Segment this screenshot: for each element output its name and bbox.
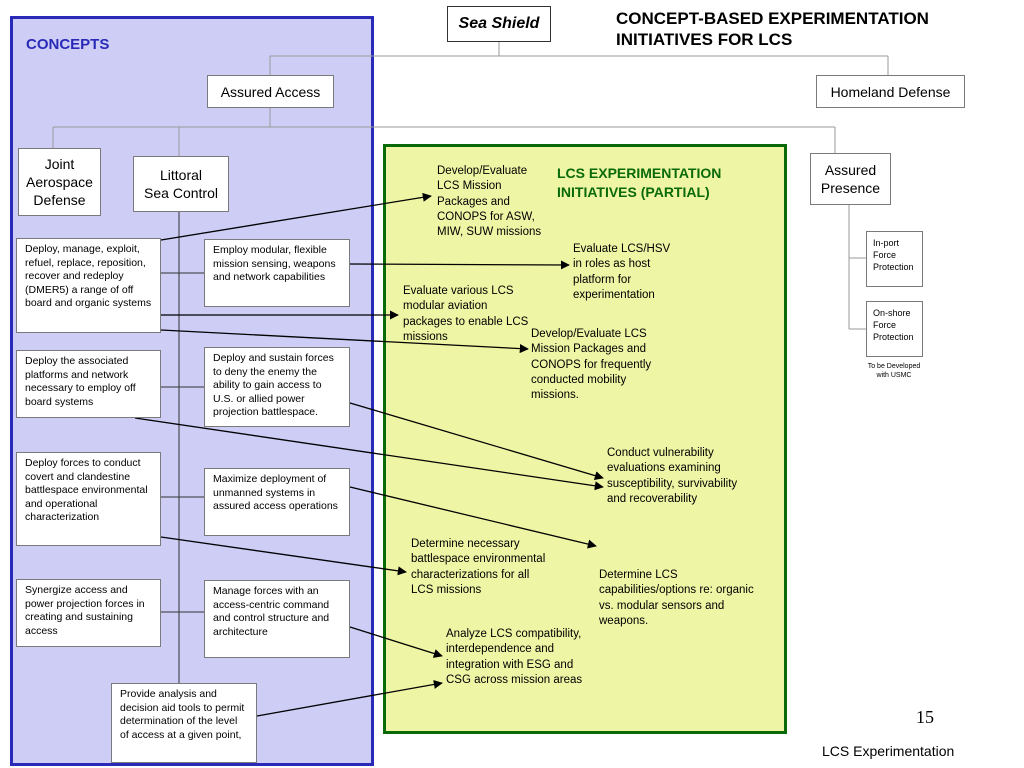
initiative-item: Conduct vulnerability evaluations examin… <box>607 447 738 505</box>
joint-aerospace-defense-box: Joint Aerospace Defense <box>18 148 101 216</box>
arrows <box>134 192 604 717</box>
concept-sub-item: Manage forces with an access-centric com… <box>204 580 350 658</box>
assured-presence-box: Assured Presence <box>810 153 891 205</box>
page-number: 15 <box>916 707 934 727</box>
page-title: CONCEPT-BASED EXPERIMENTATION INITIATIVE… <box>616 9 929 49</box>
lcs-initiatives-panel <box>383 144 787 734</box>
footer-label: LCS Experimentation <box>822 743 955 759</box>
tree-lines <box>52 42 889 330</box>
concept-tree-lines <box>161 212 204 683</box>
initiative-item: Determine LCS capabilities/options re: o… <box>599 569 754 627</box>
concept-item: Deploy, manage, exploit, refuel, replace… <box>16 238 161 333</box>
concept-item: Provide analysis and decision aid tools … <box>111 683 257 763</box>
presence-item: In-port Force Protection <box>866 231 923 287</box>
lcs-panel-title: LCS EXPERIMENTATION INITIATIVES (PARTIAL… <box>557 165 722 200</box>
initiative-item: Evaluate LCS/HSV in roles as host platfo… <box>573 243 671 301</box>
littoral-sea-control-box: Littoral Sea Control <box>133 156 229 212</box>
initiative-item: Evaluate various LCS modular aviation pa… <box>403 285 529 343</box>
sea-shield-box: Sea Shield <box>447 6 551 42</box>
initiative-item: Develop/Evaluate LCS Mission Packages an… <box>437 165 542 239</box>
concept-sub-item: Maximize deployment of unmanned systems … <box>204 468 350 536</box>
concept-item: Deploy forces to conduct covert and clan… <box>16 452 161 546</box>
assured-access-box: Assured Access <box>207 75 334 108</box>
concept-sub-item: Employ modular, flexible mission sensing… <box>204 239 350 307</box>
concept-item: Synergize access and power projection fo… <box>16 579 161 647</box>
initiative-item: Develop/Evaluate LCS Mission Packages an… <box>531 328 652 402</box>
initiative-item: Analyze LCS compatibility, interdependen… <box>446 628 583 686</box>
concepts-label: CONCEPTS <box>26 36 110 53</box>
initiative-item: Determine necessary battlespace environm… <box>411 538 546 596</box>
presence-item: On-shore Force Protection <box>866 301 923 357</box>
concept-sub-item: Deploy and sustain forces to deny the en… <box>204 347 350 427</box>
presence-note: To be Developed with USMC <box>867 363 921 379</box>
homeland-defense-box: Homeland Defense <box>816 75 965 108</box>
concept-item: Deploy the associated platforms and netw… <box>16 350 161 418</box>
